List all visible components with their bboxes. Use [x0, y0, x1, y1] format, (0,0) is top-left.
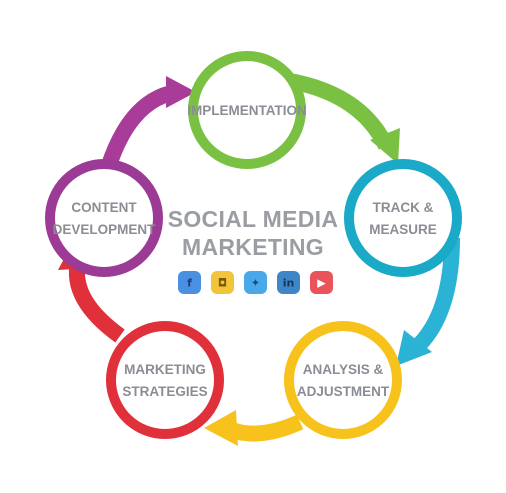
linkedin-icon: in	[277, 271, 300, 294]
node-implementation: IMPLEMENTATION	[187, 51, 307, 169]
node-label-implementation-1: IMPLEMENTATION	[187, 103, 307, 118]
node-label-track-measure-2: MEASURE	[369, 222, 437, 237]
node-label-analysis-adjustment-2: ADJUSTMENT	[297, 384, 390, 399]
arrow-head-1	[370, 128, 400, 164]
arrow-body-2	[413, 237, 460, 350]
node-ring-analysis-adjustment	[284, 321, 402, 439]
cycle-arrows	[58, 72, 460, 446]
youtube-icon: ▶	[310, 271, 333, 294]
svg-text:▶: ▶	[317, 277, 326, 290]
node-analysis-adjustment: ANALYSIS & ADJUSTMENT	[284, 321, 402, 439]
facebook-icon: f	[178, 271, 201, 294]
arrow-head-3	[204, 410, 238, 446]
arrow-body-3	[229, 414, 304, 442]
node-content-development: CONTENT DEVELOPMENT	[45, 159, 163, 277]
svg-text:in: in	[283, 277, 295, 290]
node-ring-track-measure	[344, 159, 462, 277]
node-track-measure: TRACK & MEASURE	[344, 159, 462, 277]
node-ring-implementation	[188, 51, 306, 169]
svg-text:f: f	[187, 277, 192, 290]
node-label-marketing-strategies-1: MARKETING	[124, 362, 206, 377]
svg-text:✦: ✦	[251, 277, 260, 290]
node-marketing-strategies: MARKETING STRATEGIES	[106, 321, 224, 439]
node-ring-content-development	[45, 159, 163, 277]
center-title-line-2: MARKETING	[182, 234, 324, 260]
social-icons-row: f ◘ ✦ in ▶	[178, 271, 333, 294]
arrow-head-5	[166, 76, 196, 108]
node-ring-marketing-strategies	[106, 321, 224, 439]
cycle-nodes: IMPLEMENTATION TRACK & MEASURE ANALYSIS & AD…	[45, 51, 462, 439]
arrow-body-1	[282, 72, 394, 150]
node-label-content-development-2: DEVELOPMENT	[53, 222, 157, 237]
center-title-line-1: SOCIAL MEDIA	[168, 206, 339, 232]
node-label-analysis-adjustment-1: ANALYSIS &	[303, 362, 384, 377]
instagram-icon: ◘	[211, 271, 234, 294]
arrow-body-5	[100, 84, 178, 171]
node-label-marketing-strategies-2: STRATEGIES	[122, 384, 207, 399]
svg-text:◘: ◘	[218, 277, 227, 290]
twitter-icon: ✦	[244, 271, 267, 294]
node-label-track-measure-1: TRACK &	[373, 200, 434, 215]
node-label-content-development-1: CONTENT	[71, 200, 137, 215]
arrow-head-2	[396, 330, 432, 366]
center-block: SOCIAL MEDIA MARKETING f ◘ ✦ in ▶	[168, 206, 339, 294]
